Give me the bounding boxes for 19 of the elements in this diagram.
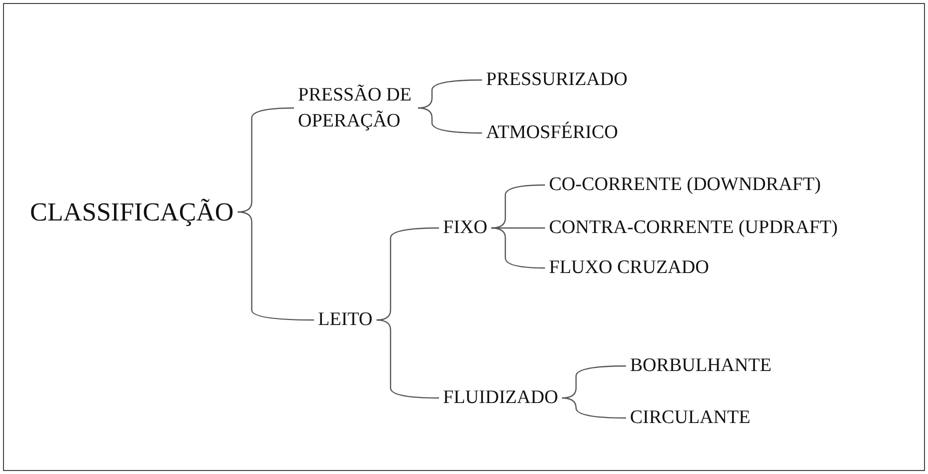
brace-connector (376, 227, 439, 321)
brace-connector (376, 319, 439, 399)
category-text: FLUXO CRUZADO (545, 255, 713, 281)
category-text: PRESSURIZADO (482, 67, 632, 93)
brace-connector (418, 107, 482, 134)
category-text: PRESSÃO DE OPERAÇÃO (294, 82, 418, 134)
category-text: ATMOSFÉRICO (482, 120, 622, 146)
category-text: CO-CORRENTE (DOWNDRAFT) (545, 172, 825, 198)
category-text: LEITO (314, 307, 377, 333)
category-text: CIRCULANTE (626, 405, 754, 431)
category-text: FLUIDIZADO (439, 385, 562, 411)
category-text: CONTRA-CORRENTE (UPDRAFT) (545, 215, 842, 241)
brace-connector (562, 397, 626, 419)
root-category: CLASSIFICAÇÃO (26, 194, 238, 230)
brace-connector (238, 211, 314, 321)
brace-connector (491, 227, 545, 269)
category-text: BORBULHANTE (626, 353, 776, 379)
brace-connector (562, 365, 626, 399)
category-text: FIXO (439, 215, 492, 241)
